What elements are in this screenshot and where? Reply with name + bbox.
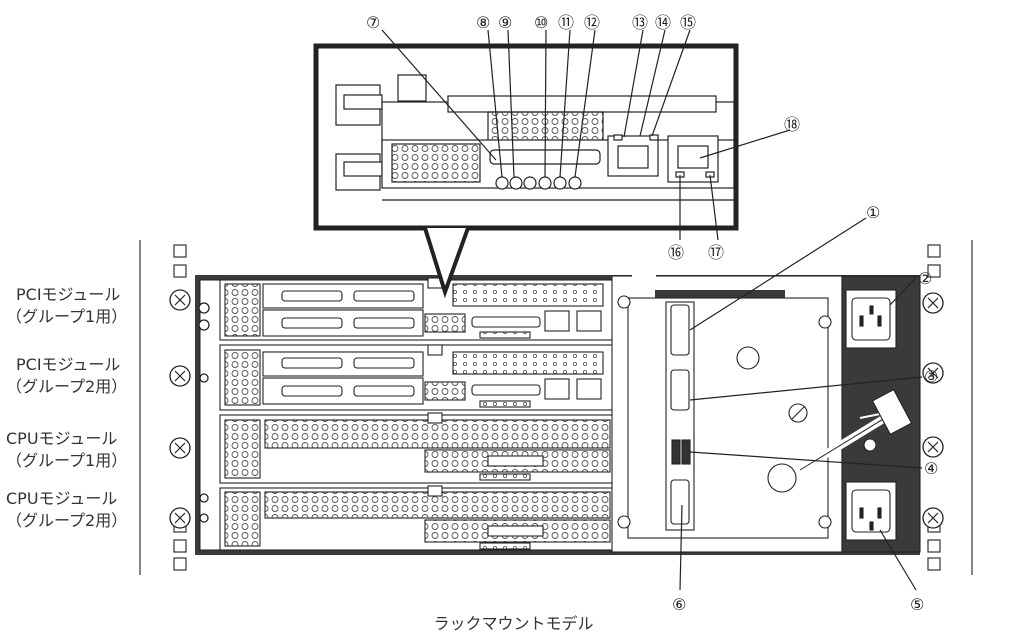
label-pci-module-2-group: （グループ2用） [6, 377, 128, 396]
label-pci-module-group2: PCIモジュール （グループ2用） [6, 354, 127, 398]
callout-6: ⑥ [672, 595, 686, 614]
callout-4: ④ [924, 459, 938, 478]
cpu-module-1 [219, 412, 616, 484]
callout-3: ③ [924, 367, 938, 386]
rack-screws [169, 289, 944, 529]
pci-module-1 [219, 277, 616, 341]
callout-18: ⑱ [784, 115, 800, 134]
label-cpu-module-group1: CPUモジュール （グループ1用） [6, 428, 127, 472]
label-cpu-module-2-group: （グループ2用） [6, 511, 128, 530]
callout-9: ⑨ [498, 13, 512, 32]
callout-8: ⑧ [476, 13, 490, 32]
rack-rail-left [139, 240, 187, 575]
label-pci-module-2-name: PCIモジュール [16, 355, 121, 374]
label-pci-module-1-name: PCIモジュール [16, 285, 121, 304]
io-panel [611, 275, 843, 553]
callout-12: ⑫ [584, 13, 600, 32]
rack-rail-right [927, 240, 973, 575]
vga-port [670, 479, 690, 525]
label-cpu-module-1-group: （グループ1用） [6, 451, 128, 470]
callout-10: ⑩ [534, 13, 548, 32]
callout-11: ⑪ [558, 13, 574, 32]
callout-1: ① [866, 203, 880, 222]
callout-7: ⑦ [366, 13, 380, 32]
diagram-caption: ラックマウントモデル [433, 614, 594, 633]
usb-port-a [671, 439, 681, 465]
callout-2: ② [918, 269, 932, 288]
serial-port-b [670, 369, 690, 411]
callout-5: ⑤ [910, 595, 924, 614]
leader-lines [381, 29, 923, 591]
label-cpu-module-1-name: CPUモジュール [6, 429, 118, 448]
usb-port-b [681, 439, 691, 465]
label-cpu-module-2-name: CPUモジュール [6, 489, 118, 508]
callout-14: ⑭ [655, 13, 671, 32]
callout-15: ⑮ [680, 13, 696, 32]
callout-numbers: ⑦ ⑧ ⑨ ⑩ ⑪ ⑫ ⑬ ⑭ ⑮ ⑱ ⑯ ⑰ ① ② ③ ④ ⑤ ⑥ [366, 13, 938, 614]
serial-port-a [670, 304, 690, 356]
label-pci-module-1-group: （グループ1用） [6, 307, 128, 326]
label-pci-module-group1: PCIモジュール （グループ1用） [6, 284, 127, 328]
power-supply-area [767, 275, 921, 553]
pci-module-2 [219, 344, 616, 411]
cpu-module-2 [219, 485, 616, 551]
callout-13: ⑬ [632, 13, 648, 32]
callout-17: ⑰ [708, 243, 724, 262]
callout-16: ⑯ [668, 243, 684, 262]
label-cpu-module-group2: CPUモジュール （グループ2用） [6, 488, 127, 532]
